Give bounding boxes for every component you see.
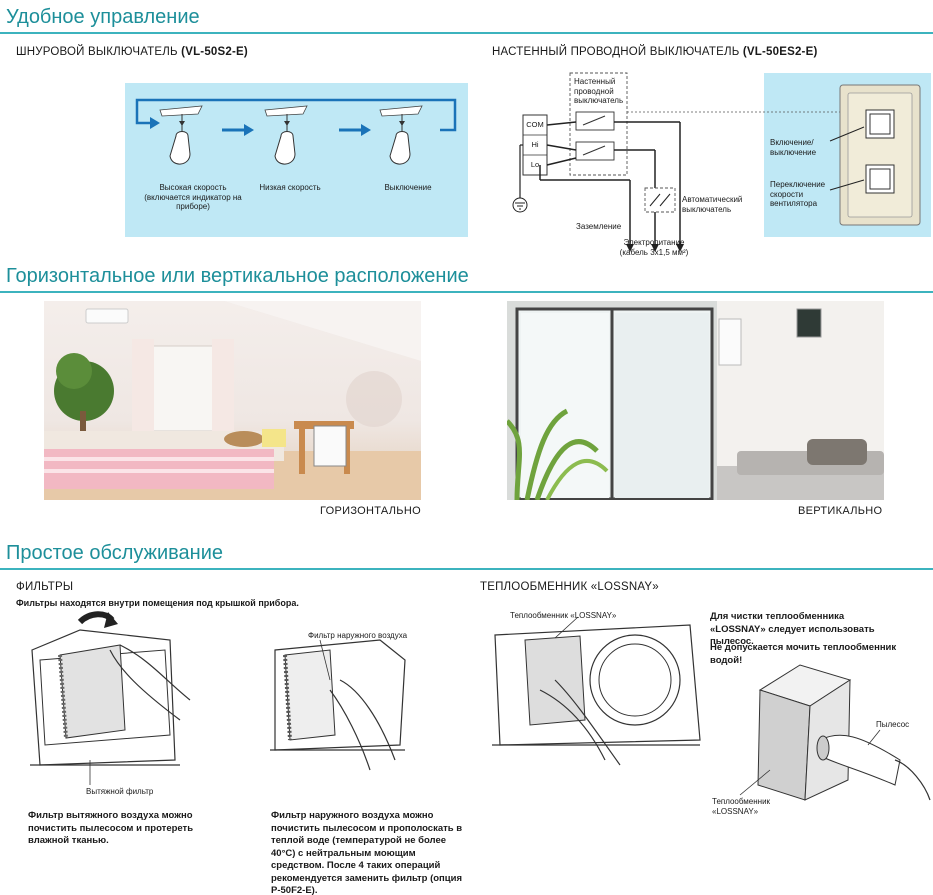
exhaust-filter-desc: Фильтр вытяжного воздуха можно почистить… [28,810,194,846]
horizontal-room-photo [44,301,421,500]
onoff-label: Включение/ выключение [770,138,817,157]
ground-icon [512,197,528,213]
wired-switch-label: Настенный проводной выключатель [574,77,624,105]
step-low-speed: Низкая скорость [259,183,321,192]
terminal-com: COM [526,120,544,129]
wall-switch-title: НАСТЕННЫЙ ПРОВОДНОЙ ВЫКЛЮЧАТЕЛЬ (VL-50ES… [492,46,817,58]
wall-switch-model: (VL-50ES2-E) [742,46,818,58]
pull-switch-title: ШНУРОВОЙ ВЫКЛЮЧАТЕЛЬ (VL-50S2-E) [16,46,248,58]
step-arrow-2 [339,124,371,136]
section-title-control: Удобное управление [6,6,200,28]
pull-hand-icon-3 [379,105,423,165]
section-title-placement: Горизонтальное или вертикальное располож… [6,265,469,287]
ground-label: Заземление [576,222,622,231]
speed-label: Переключение скорости вентилятора [770,180,826,208]
lossnay-core-label: Теплообменник «LOSSNAY» [510,611,617,620]
vertical-caption: ВЕРТИКАЛЬНО [798,505,883,517]
wall-switch-title-text: НАСТЕННЫЙ ПРОВОДНОЙ ВЫКЛЮЧАТЕЛЬ [492,46,743,58]
pull-hand-icon-2 [264,105,308,165]
lossnay-core-label-2: Теплообменник «LOSSNAY» [712,797,771,816]
vertical-room-photo [507,301,884,500]
step-off: Выключение [384,183,432,192]
exhaust-filter-label: Вытяжной фильтр [86,787,154,796]
section-rule [0,291,933,293]
lossnay-water-warning: Не допускается мочить теплообменник водо… [710,642,897,666]
filters-title: ФИЛЬТРЫ [16,581,74,593]
power-cable-label: (кабель 3х1,5 мм²) [619,248,689,257]
wiring-diagram [512,72,921,252]
section-rule [0,568,933,570]
filters-note: Фильтры находятся внутри помещения под к… [16,598,299,608]
section-rule [0,32,933,34]
section-title-maintenance: Простое обслуживание [6,542,224,564]
vacuum-label: Пылесос [876,720,910,729]
horizontal-caption: ГОРИЗОНТАЛЬНО [320,505,421,517]
pull-switch-title-text: ШНУРОВОЙ ВЫКЛЮЧАТЕЛЬ [16,46,182,58]
exhaust-filter-drawing [30,629,191,785]
core-cube-drawing [739,664,931,801]
outdoor-filter-drawing [270,639,406,771]
lossnay-core-drawing [492,616,701,766]
step-arrow-1 [222,124,254,136]
power-label: Электропитание [623,238,685,247]
breaker-label: Автоматический выключатель [682,195,743,214]
pull-hand-icon-1 [159,105,203,165]
terminal-lo: Lo [530,160,540,169]
outdoor-filter-label: Фильтр наружного воздуха [308,631,408,640]
lossnay-clean-note: Для чистки теплообменника «LOSSNAY» след… [710,611,875,647]
lossnay-title: ТЕПЛООБМЕННИК «LOSSNAY» [480,581,659,593]
pull-switch-diagram [135,98,457,165]
terminal-hi: Hi [531,140,539,149]
outdoor-filter-desc: Фильтр наружного воздуха можно почистить… [271,810,463,895]
step-high-speed: Высокая скорость (включается индикатор н… [144,183,242,211]
pull-switch-model: (VL-50S2-E) [181,46,248,58]
